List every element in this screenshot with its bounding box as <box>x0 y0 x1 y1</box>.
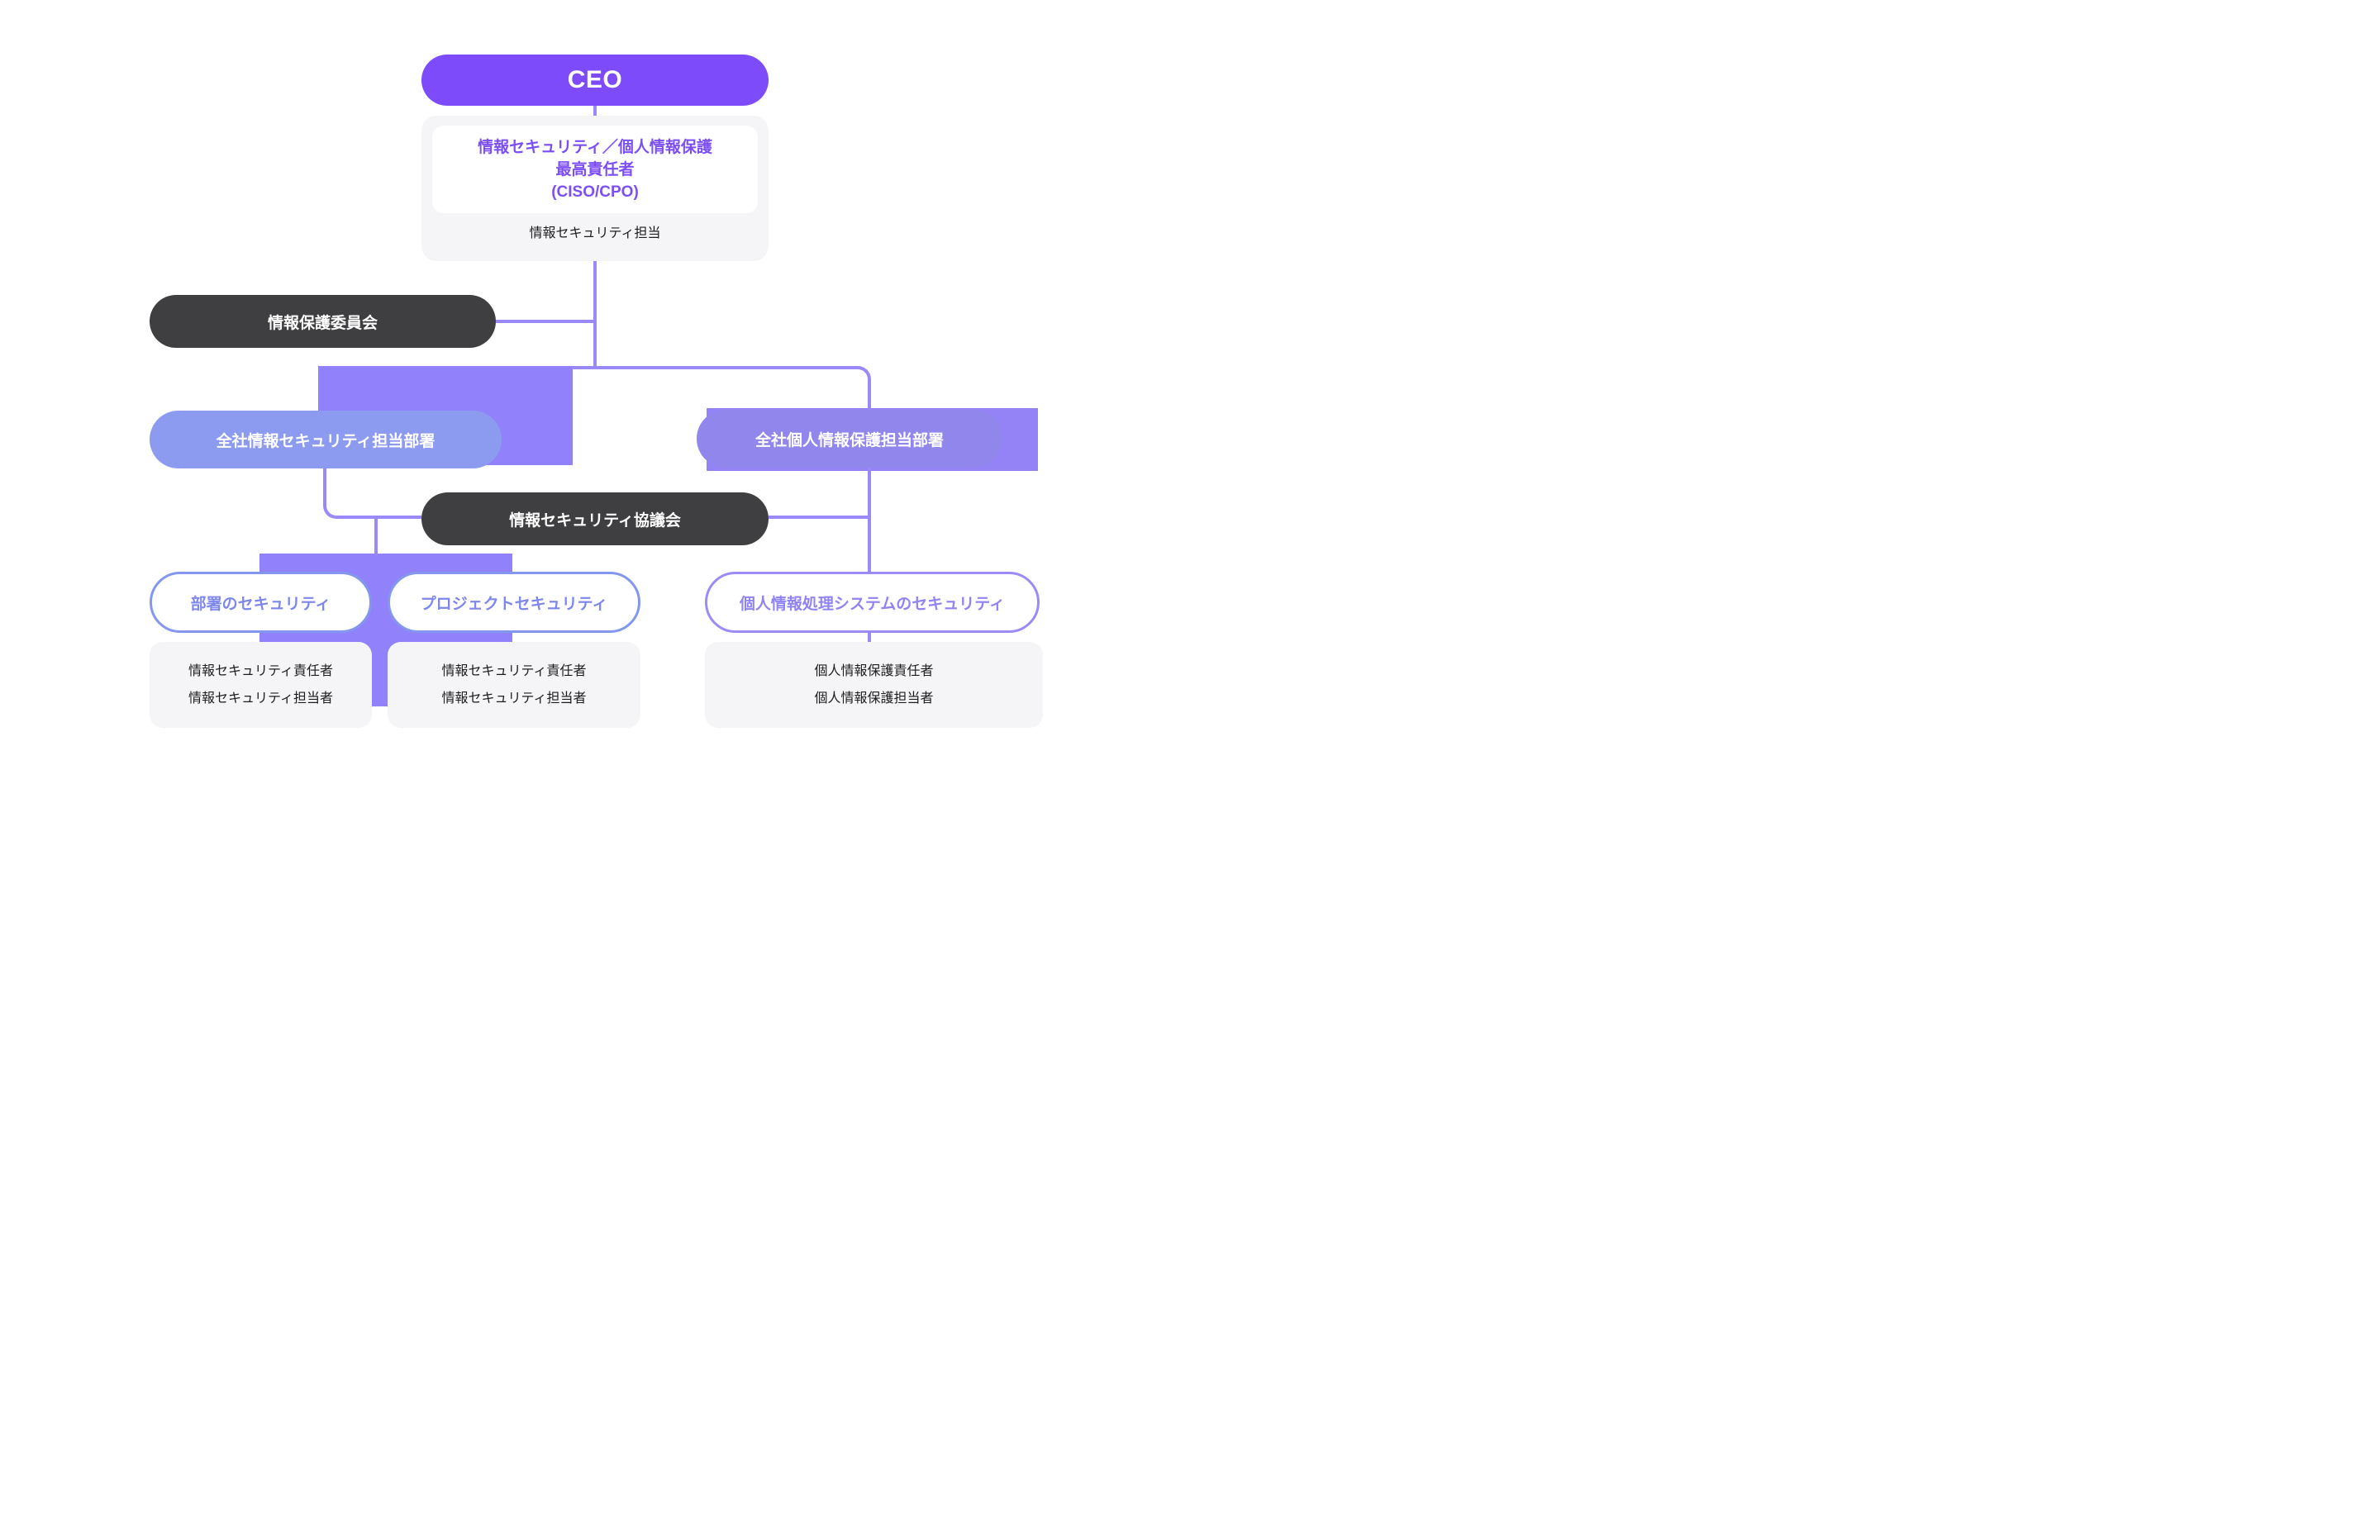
box-privacy-staff: 個人情報保護責任者 個人情報保護担当者 <box>705 642 1043 728</box>
connector-council-right <box>769 516 868 519</box>
project-security-label: プロジェクトセキュリティ <box>420 595 608 613</box>
node-privacy-system-security: 個人情報処理システムのセキュリティ <box>705 572 1040 633</box>
privacy-dept-label: 全社個人情報保護担当部署 <box>754 431 944 449</box>
node-dept-security: 部署のセキュリティ <box>150 572 372 633</box>
node-infosec-dept: 全社情報セキュリティ担当部署 <box>150 411 502 468</box>
privacy-staff-line-2: 個人情報保護担当者 <box>814 692 934 706</box>
box-project-security-staff: 情報セキュリティ責任者 情報セキュリティ担当者 <box>388 642 640 728</box>
connector-branch-to-bottom-block <box>374 519 378 555</box>
connector-horizontal-main <box>572 366 845 369</box>
node-ciso-title-box: 情報セキュリティ／個人情報保護 最高責任者 (CISO/CPO) <box>432 126 758 213</box>
connector-committee-branch <box>496 320 597 323</box>
committee-label: 情報保護委員会 <box>267 314 378 332</box>
node-project-security: プロジェクトセキュリティ <box>388 572 640 633</box>
dept-staff-line-2: 情報セキュリティ担当者 <box>188 692 334 706</box>
council-label: 情報セキュリティ協議会 <box>509 511 681 530</box>
node-infosec-council: 情報セキュリティ協議会 <box>421 492 769 545</box>
ciso-title-line-3: (CISO/CPO) <box>551 183 639 201</box>
node-ceo: CEO <box>421 55 769 106</box>
dept-staff-line-1: 情報セキュリティ責任者 <box>188 664 334 678</box>
node-ceo-label: CEO <box>567 66 623 93</box>
infosec-dept-label: 全社情報セキュリティ担当部署 <box>216 432 436 450</box>
box-dept-security-staff: 情報セキュリティ責任者 情報セキュリティ担当者 <box>150 642 372 728</box>
node-ciso-card: 情報セキュリティ／個人情報保護 最高責任者 (CISO/CPO) 情報セキュリテ… <box>421 116 769 261</box>
privacy-system-security-label: 個人情報処理システムのセキュリティ <box>739 595 1006 613</box>
ciso-title-line-2: 最高責任者 <box>555 160 635 178</box>
connector-council-left <box>346 516 421 519</box>
connector-elbow-left-down <box>323 468 348 519</box>
dept-security-label: 部署のセキュリティ <box>190 595 331 613</box>
connector-right-vertical <box>868 388 871 580</box>
org-chart-canvas: CEO 情報セキュリティ／個人情報保護 最高責任者 (CISO/CPO) 情報セ… <box>0 0 1190 770</box>
node-info-protection-committee: 情報保護委員会 <box>150 295 496 348</box>
ciso-subtitle: 情報セキュリティ担当 <box>529 226 661 240</box>
node-privacy-dept: 全社個人情報保護担当部署 <box>697 410 1002 468</box>
connector-ciso-down <box>593 259 597 369</box>
project-staff-line-2: 情報セキュリティ担当者 <box>441 692 587 706</box>
connector-ceo-to-ciso <box>593 106 597 117</box>
connector-elbow-right-down <box>845 366 871 391</box>
connector-privacy-pill-to-box <box>868 631 871 643</box>
project-staff-line-1: 情報セキュリティ責任者 <box>441 664 587 678</box>
ciso-title-line-1: 情報セキュリティ／個人情報保護 <box>478 138 712 156</box>
privacy-staff-line-1: 個人情報保護責任者 <box>814 664 934 678</box>
